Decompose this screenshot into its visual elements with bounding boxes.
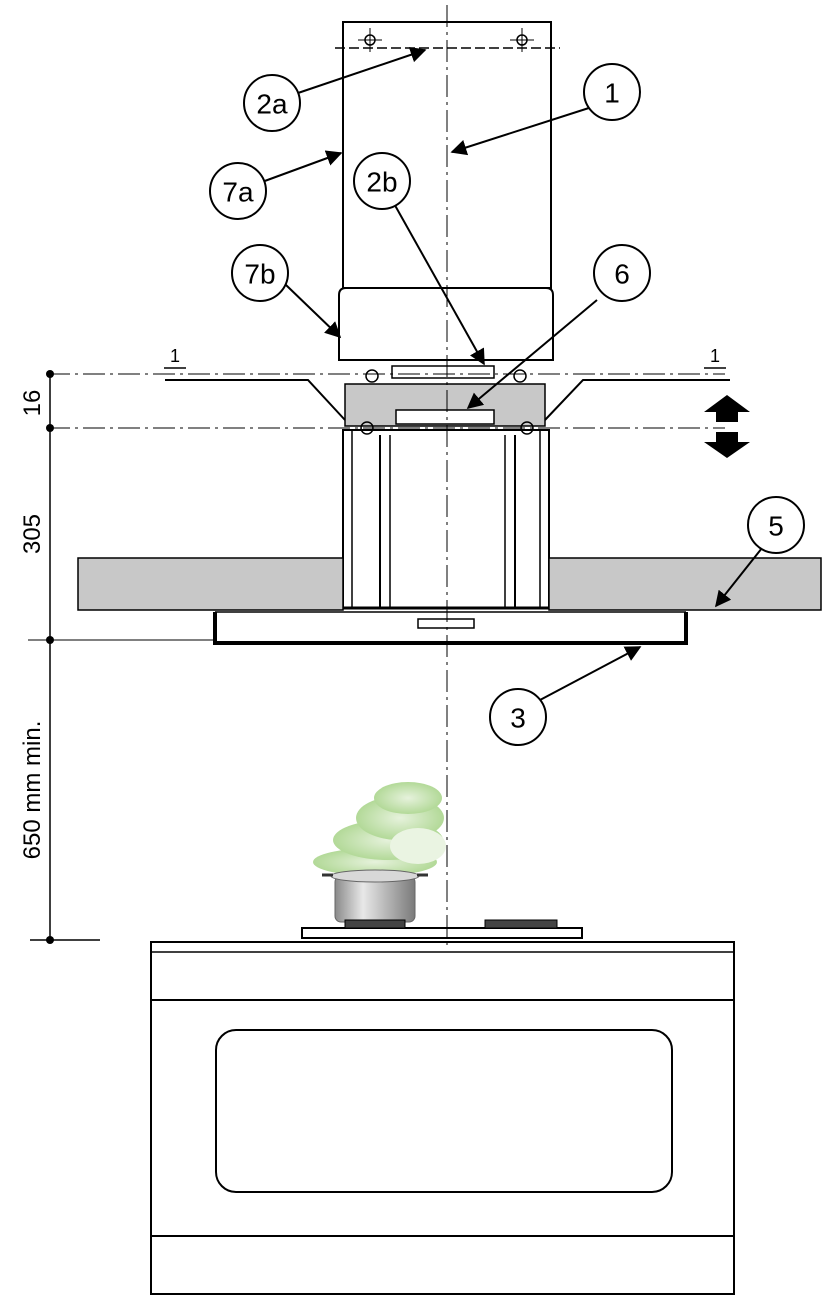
- chimney-lower: [338, 287, 554, 361]
- section-mark-right: 1: [710, 346, 720, 366]
- section-mark-left: 1: [170, 346, 180, 366]
- svg-text:3: 3: [510, 703, 526, 734]
- frame-top-plate: [391, 365, 495, 379]
- cooking-pot: [322, 869, 428, 923]
- callout-2b: 2b: [353, 152, 411, 210]
- adjust-down-arrow-icon: [704, 432, 750, 458]
- frame-bottom-plate: [395, 409, 495, 425]
- svg-text:7a: 7a: [222, 177, 254, 208]
- leader-1: [450, 106, 593, 156]
- leader-2a: [297, 47, 427, 94]
- cooktop: [301, 927, 583, 939]
- callout-2a: 2a: [243, 74, 301, 132]
- adjust-up-arrow-icon: [704, 395, 750, 422]
- svg-text:6: 6: [614, 259, 630, 290]
- burner-right: [484, 919, 558, 929]
- frame-bolt-tr: [513, 369, 527, 383]
- hood-canopy: [213, 612, 688, 645]
- bracket-screw-right: [510, 28, 534, 52]
- svg-text:7b: 7b: [244, 259, 275, 290]
- callout-5: 5: [747, 496, 805, 554]
- dim-650: 650 mm min.: [19, 721, 46, 860]
- leader-6: [466, 299, 598, 410]
- ceiling-slab-left: [77, 557, 344, 611]
- callout-7a: 7a: [209, 162, 267, 220]
- hood-light-slot: [417, 618, 475, 629]
- dim-305: 305: [19, 514, 46, 554]
- bracket-screw-left: [358, 28, 382, 52]
- leader-5: [715, 547, 763, 608]
- callout-1: 1: [583, 63, 641, 121]
- oven-window: [215, 1029, 673, 1193]
- callout-7b: 7b: [231, 244, 289, 302]
- svg-text:5: 5: [768, 511, 784, 542]
- dim-16: 16: [19, 390, 46, 417]
- frame-arm-left: [165, 379, 346, 421]
- motor-housing: [342, 429, 550, 609]
- leader-2b: [391, 199, 485, 366]
- svg-text:2b: 2b: [366, 167, 397, 198]
- ceiling-slab-right: [548, 557, 822, 611]
- burner-left: [344, 919, 406, 929]
- leader-7b: [285, 284, 342, 339]
- frame-arm-right: [544, 379, 730, 421]
- svg-text:1: 1: [604, 78, 620, 109]
- svg-text:2a: 2a: [256, 89, 288, 120]
- frame-bolt-tl: [365, 369, 379, 383]
- callout-3: 3: [489, 688, 547, 746]
- leader-7a: [261, 150, 343, 183]
- steam-cloud: [313, 782, 446, 876]
- range-body: [150, 941, 735, 1295]
- callout-6: 6: [593, 244, 651, 302]
- leader-3: [539, 646, 642, 701]
